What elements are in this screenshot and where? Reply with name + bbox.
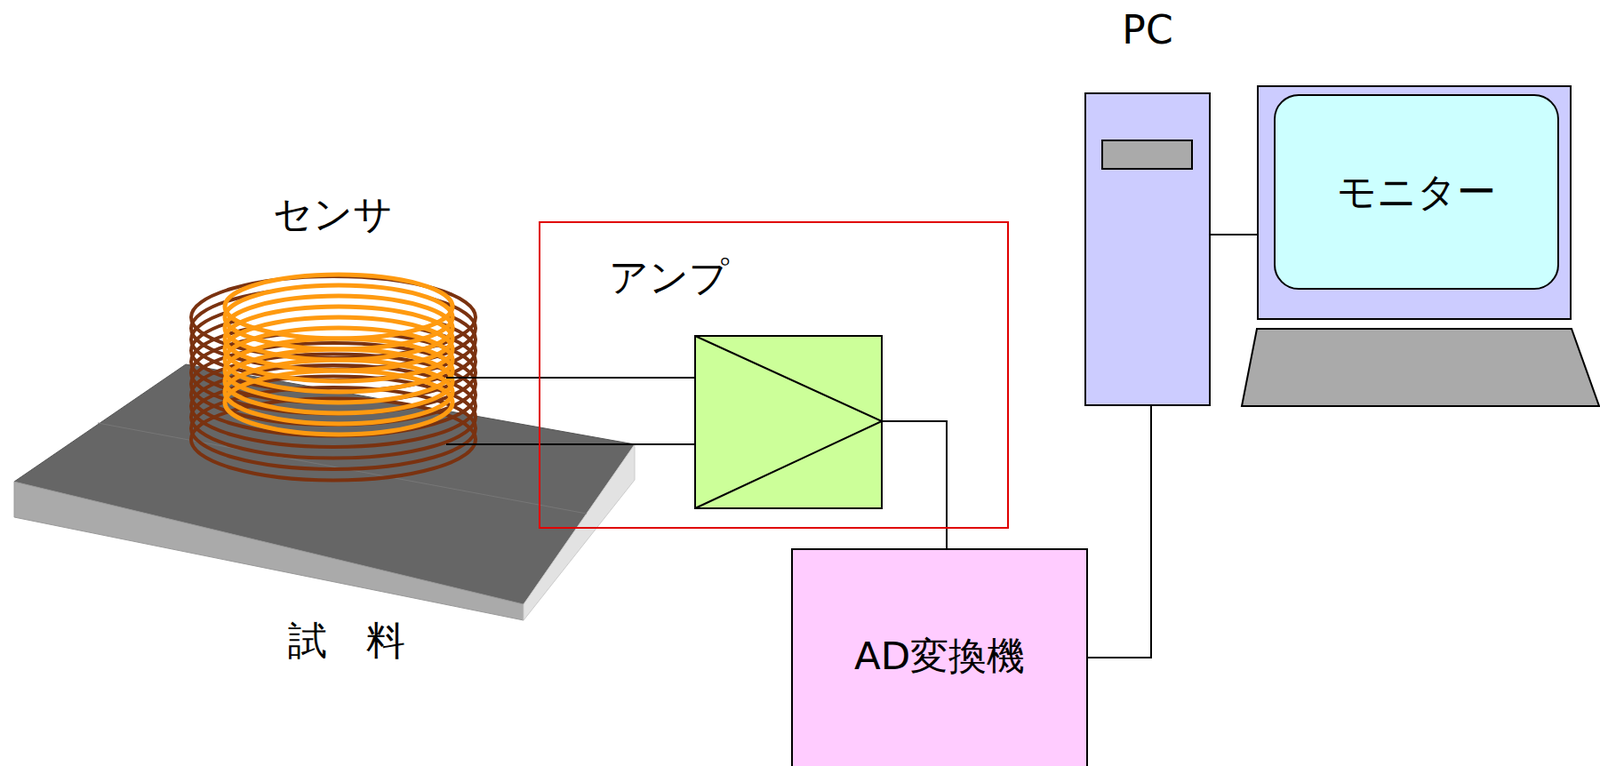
signal-wire — [945, 528, 948, 549]
coil-lead — [446, 443, 478, 446]
signal-wire — [1088, 406, 1152, 658]
amplifier-frame: アンプ — [538, 221, 1009, 529]
monitor-screen: モニター — [1273, 94, 1560, 290]
node-label: PC — [1086, 8, 1209, 54]
node-label: センサ — [188, 192, 478, 238]
sensor-coil — [191, 274, 476, 481]
plate-front — [14, 481, 524, 621]
ad-converter-box: AD変換機 — [791, 548, 1088, 766]
input-wire — [538, 443, 696, 446]
node-label: アンプ — [608, 255, 729, 301]
monitor-frame: モニター — [1256, 85, 1572, 320]
coil-lead — [446, 376, 478, 379]
signal-wire — [1210, 233, 1257, 236]
drive-slot — [1101, 139, 1193, 170]
node-label: モニター — [1336, 169, 1496, 216]
output-wire — [881, 421, 947, 529]
sample-plate-area: 試 料 — [14, 364, 635, 621]
coil-winding — [224, 370, 453, 435]
keyboard — [1241, 328, 1600, 407]
sensor-coil-area: センサ — [188, 275, 478, 488]
amplifier-box — [695, 336, 882, 509]
signal-wire — [477, 443, 539, 446]
signal-wire — [477, 376, 539, 379]
amplifier-symbol — [695, 336, 882, 509]
node-label: AD変換機 — [792, 633, 1087, 679]
input-wire — [538, 376, 696, 379]
pc-tower: PC — [1084, 92, 1211, 407]
node-label: 試 料 — [288, 618, 406, 664]
